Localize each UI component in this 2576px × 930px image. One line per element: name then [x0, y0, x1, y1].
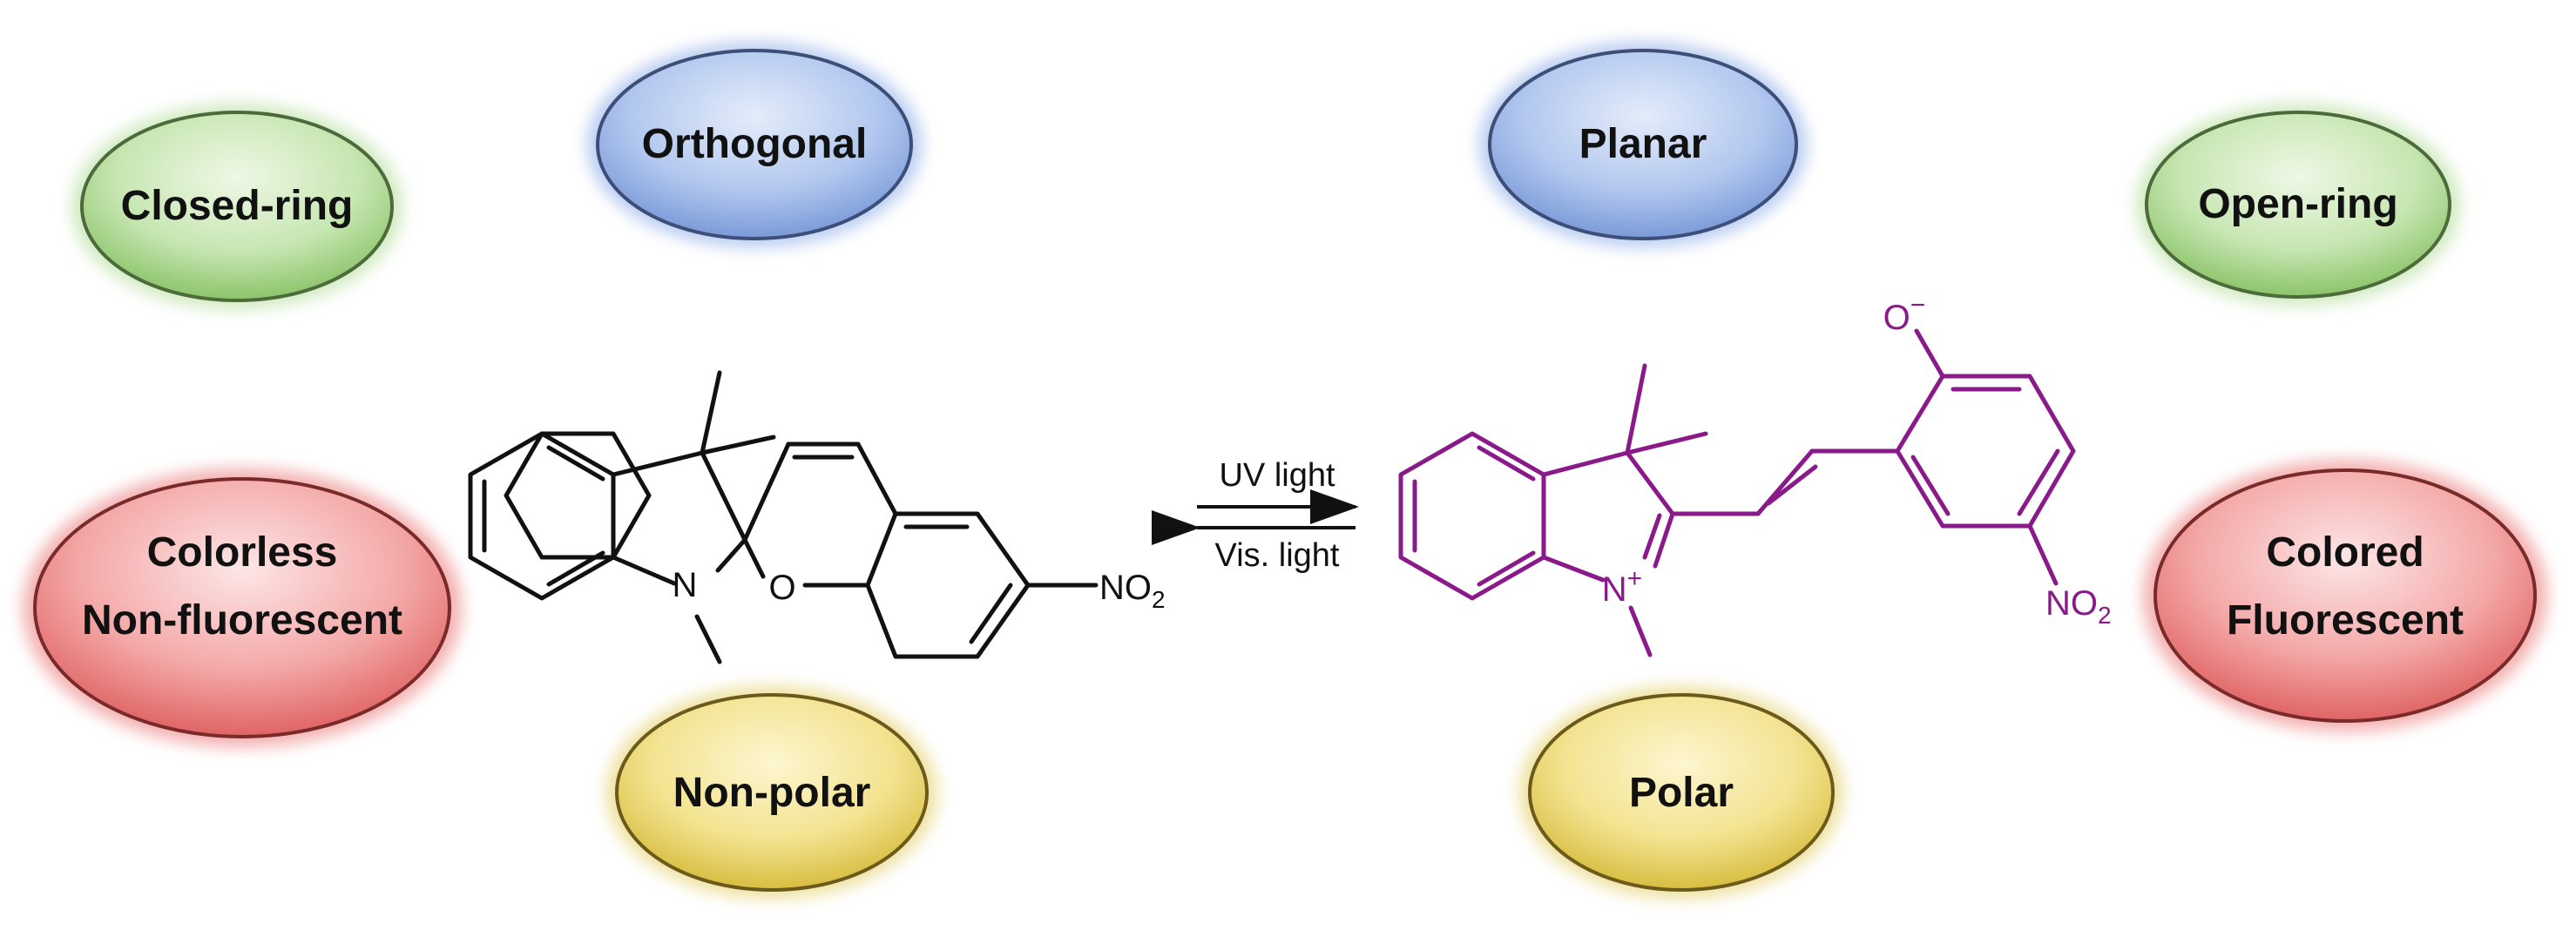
merocyanine-n-atom: N+	[1602, 564, 1642, 609]
merocyanine-no2: NO2	[2045, 584, 2112, 629]
merocyanine-structure	[1398, 328, 2076, 657]
colorless-label: Colorless	[147, 529, 338, 576]
planar-ellipse: Planar	[1479, 42, 1807, 247]
orthogonal-ellipse: Orthogonal	[587, 42, 922, 247]
orthogonal-label: Orthogonal	[642, 121, 868, 167]
merocyanine-o-atom: O−	[1883, 291, 1926, 337]
fluorescent-label: Fluorescent	[2227, 597, 2464, 644]
colorless-ellipse: Colorless Non-fluorescent	[23, 468, 462, 747]
closed-ring-ellipse: Closed-ring	[71, 104, 402, 309]
polar-label: Polar	[1629, 770, 1734, 816]
spiropyran-structure	[468, 370, 1099, 664]
colored-label: Colored	[2266, 529, 2424, 576]
spiropyran-no2: NO2	[1099, 569, 1166, 613]
polar-ellipse: Polar	[1519, 686, 1843, 899]
spiropyran-n-atom: N	[673, 566, 698, 604]
vis-light-label: Vis. light	[1215, 537, 1340, 574]
uv-light-label: UV light	[1219, 457, 1335, 494]
spiropyran-o-atom: O	[768, 569, 795, 607]
equilibrium-arrows	[1152, 489, 1359, 545]
open-ring-label: Open-ring	[2198, 181, 2397, 227]
colored-ellipse: Colored Fluorescent	[2143, 460, 2547, 731]
non-polar-label: Non-polar	[673, 770, 871, 816]
open-ring-ellipse: Open-ring	[2136, 104, 2460, 306]
non-fluorescent-label: Non-fluorescent	[82, 597, 402, 644]
planar-label: Planar	[1579, 121, 1707, 167]
closed-ring-label: Closed-ring	[121, 183, 354, 229]
non-polar-ellipse: Non-polar	[606, 686, 937, 899]
